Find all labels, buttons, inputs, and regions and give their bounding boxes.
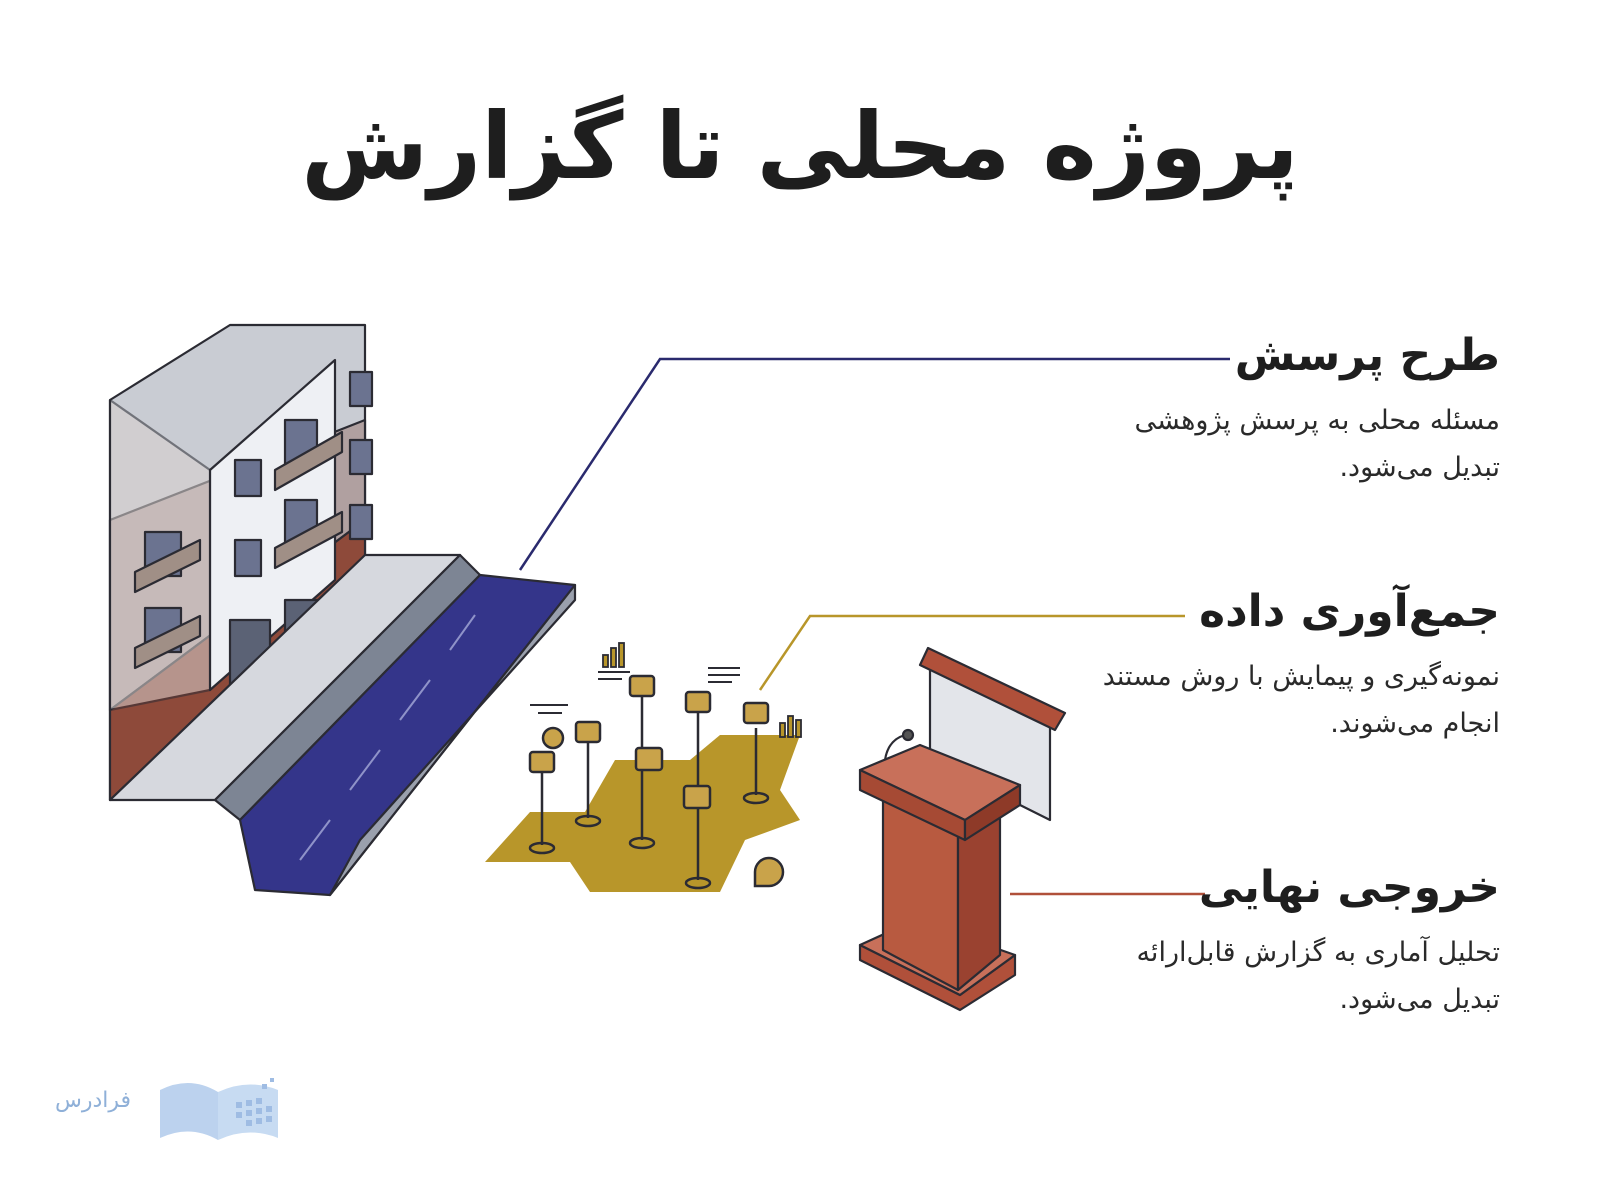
step-data-collection: جمع‌آوری داده نمونه‌گیری و پیمایش با روش… (1080, 586, 1500, 747)
page-title: پروژه محلی تا گزارش (301, 93, 1299, 200)
step-question-design: طرح پرسش مسئله محلی به پرسش پژوهشی تبدیل… (1080, 330, 1500, 491)
connector-line-2 (758, 614, 1185, 691)
brand-name[interactable]: فرادرس (55, 1088, 132, 1113)
step-heading: طرح پرسش (1234, 330, 1500, 381)
step-description: مسئله محلی به پرسش پژوهشی تبدیل می‌شود. (1134, 404, 1500, 484)
step-description: تحلیل آماری به گزارش قابل‌ارائه تبدیل می… (1136, 936, 1500, 1016)
building-illustration (108, 323, 374, 802)
podium-illustration (858, 728, 1022, 1012)
data-map-illustration (485, 642, 802, 892)
connector-line-1 (518, 357, 1230, 571)
step-heading: خروجی نهایی (1198, 862, 1500, 913)
street-illustration (108, 553, 577, 897)
step-final-output: خروجی نهایی تحلیل آماری به گزارش قابل‌ار… (1080, 862, 1500, 1023)
book-logo-icon (160, 1078, 278, 1140)
step-description: نمونه‌گیری و پیمایش با روش مستند انجام م… (1102, 660, 1500, 740)
step-heading: جمع‌آوری داده (1199, 586, 1500, 637)
